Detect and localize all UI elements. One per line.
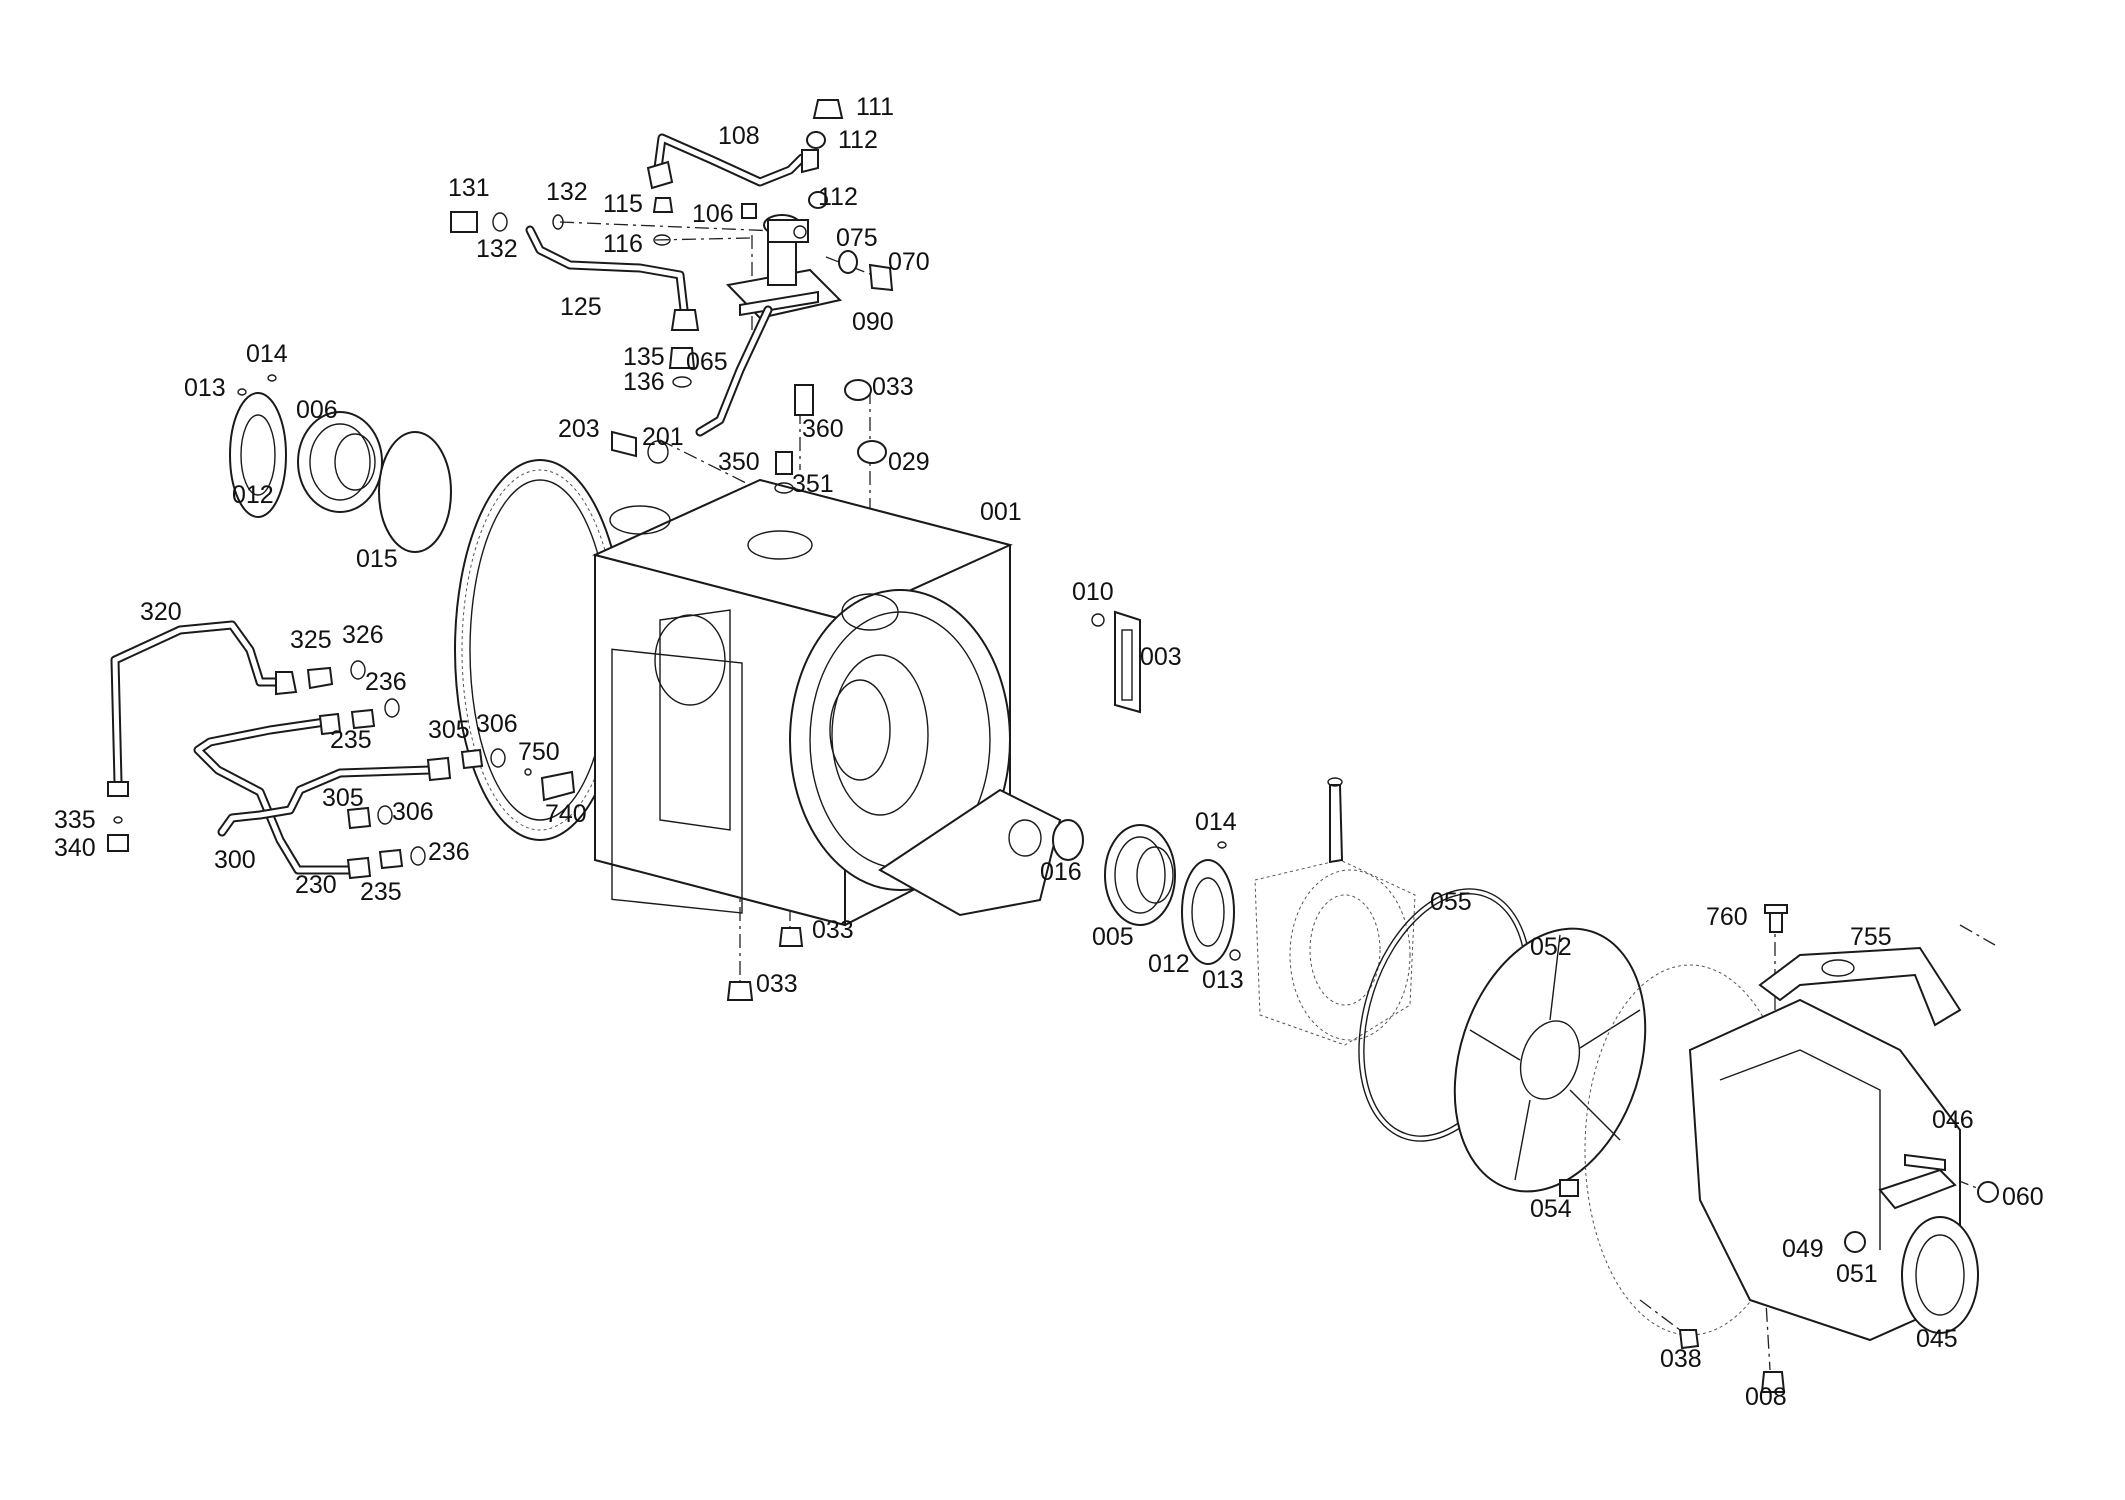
callout-label: 108 (718, 122, 760, 150)
callout-label: 112 (818, 183, 858, 211)
callout-label: 012 (232, 481, 274, 509)
callout-label: 065 (686, 348, 728, 376)
callout-label: 003 (1140, 643, 1182, 671)
callout-label: 132 (476, 235, 518, 263)
differential-assembly (1254, 777, 1416, 1046)
callout-label: 300 (214, 846, 256, 874)
callout-label: 132 (546, 178, 588, 206)
callout-label: 230 (295, 871, 337, 899)
callout-label: 235 (330, 726, 372, 754)
callout-label: 012 (1148, 950, 1190, 978)
callout-label: 075 (836, 224, 878, 252)
callout-label: 006 (296, 396, 338, 424)
callout-label: 049 (1782, 1235, 1824, 1263)
callout-label: 038 (1660, 1345, 1702, 1373)
callout-label: 051 (1836, 1260, 1878, 1288)
callout-label: 325 (290, 626, 332, 654)
callout-label: 090 (852, 308, 894, 336)
callout-label: 106 (692, 200, 734, 228)
right-gear-group (1052, 819, 1241, 965)
callout-label: 135 (623, 343, 665, 371)
callout-label: 045 (1916, 1325, 1958, 1353)
housing-top-fittings (611, 379, 887, 494)
callout-label: 236 (428, 838, 470, 866)
callout-label: 054 (1530, 1195, 1572, 1223)
callout-label: 014 (1195, 808, 1237, 836)
callout-label: 320 (140, 598, 182, 626)
callout-label: 201 (642, 423, 684, 451)
callout-label: 055 (1430, 888, 1472, 916)
callout-label: 305 (428, 716, 470, 744)
callout-label: 125 (560, 293, 602, 321)
callout-label: 740 (545, 800, 587, 828)
callout-label: 008 (1745, 1383, 1787, 1411)
cover-strip-003 (1091, 610, 1141, 714)
callout-label: 203 (558, 415, 600, 443)
callout-label: 013 (1202, 966, 1244, 994)
callout-label: 033 (812, 916, 854, 944)
callout-label: 033 (756, 970, 798, 998)
callout-label: 016 (1040, 858, 1082, 886)
callout-label: 060 (2002, 1183, 2044, 1211)
callout-label: 112 (838, 126, 878, 154)
callout-label: 131 (448, 174, 490, 202)
callout-label: 755 (1850, 923, 1892, 951)
callout-label: 305 (322, 784, 364, 812)
upper-valve-assembly (450, 99, 894, 437)
callout-label: 750 (518, 738, 560, 766)
callout-label: 111 (856, 93, 894, 121)
callout-label: 015 (356, 545, 398, 573)
callout-label: 010 (1072, 578, 1114, 606)
callout-label: 001 (980, 498, 1022, 526)
callout-label: 335 (54, 806, 96, 834)
callout-label: 070 (888, 248, 930, 276)
callout-label: 046 (1932, 1106, 1974, 1134)
callout-label: 326 (342, 621, 384, 649)
callout-label: 029 (888, 448, 930, 476)
callout-labels: 111 112 108 112 131 132 132 115 116 106 … (54, 93, 2044, 1411)
callout-label: 235 (360, 878, 402, 906)
callout-label: 760 (1706, 903, 1748, 931)
callout-label: 340 (54, 834, 96, 862)
left-bearing-group (229, 374, 452, 553)
callout-label: 351 (792, 470, 834, 498)
oring-and-cover (1358, 888, 1647, 1197)
main-housing-001 (454, 459, 1062, 927)
callout-label: 306 (392, 798, 434, 826)
bottom-plugs (726, 927, 804, 1001)
callout-label: 360 (802, 415, 844, 443)
callout-label: 350 (718, 448, 760, 476)
callout-label: 052 (1530, 933, 1572, 961)
callout-label: 014 (246, 340, 288, 368)
final-drive-housing (1584, 904, 1999, 1393)
callout-label: 306 (476, 710, 518, 738)
callout-label: 115 (603, 190, 643, 218)
callout-label: 136 (623, 368, 665, 396)
callout-label: 236 (365, 668, 407, 696)
callout-label: 116 (603, 230, 643, 258)
left-pipe-network (107, 620, 576, 880)
callout-label: 013 (184, 374, 226, 402)
callout-label: 033 (872, 373, 914, 401)
callout-label: 005 (1092, 923, 1134, 951)
